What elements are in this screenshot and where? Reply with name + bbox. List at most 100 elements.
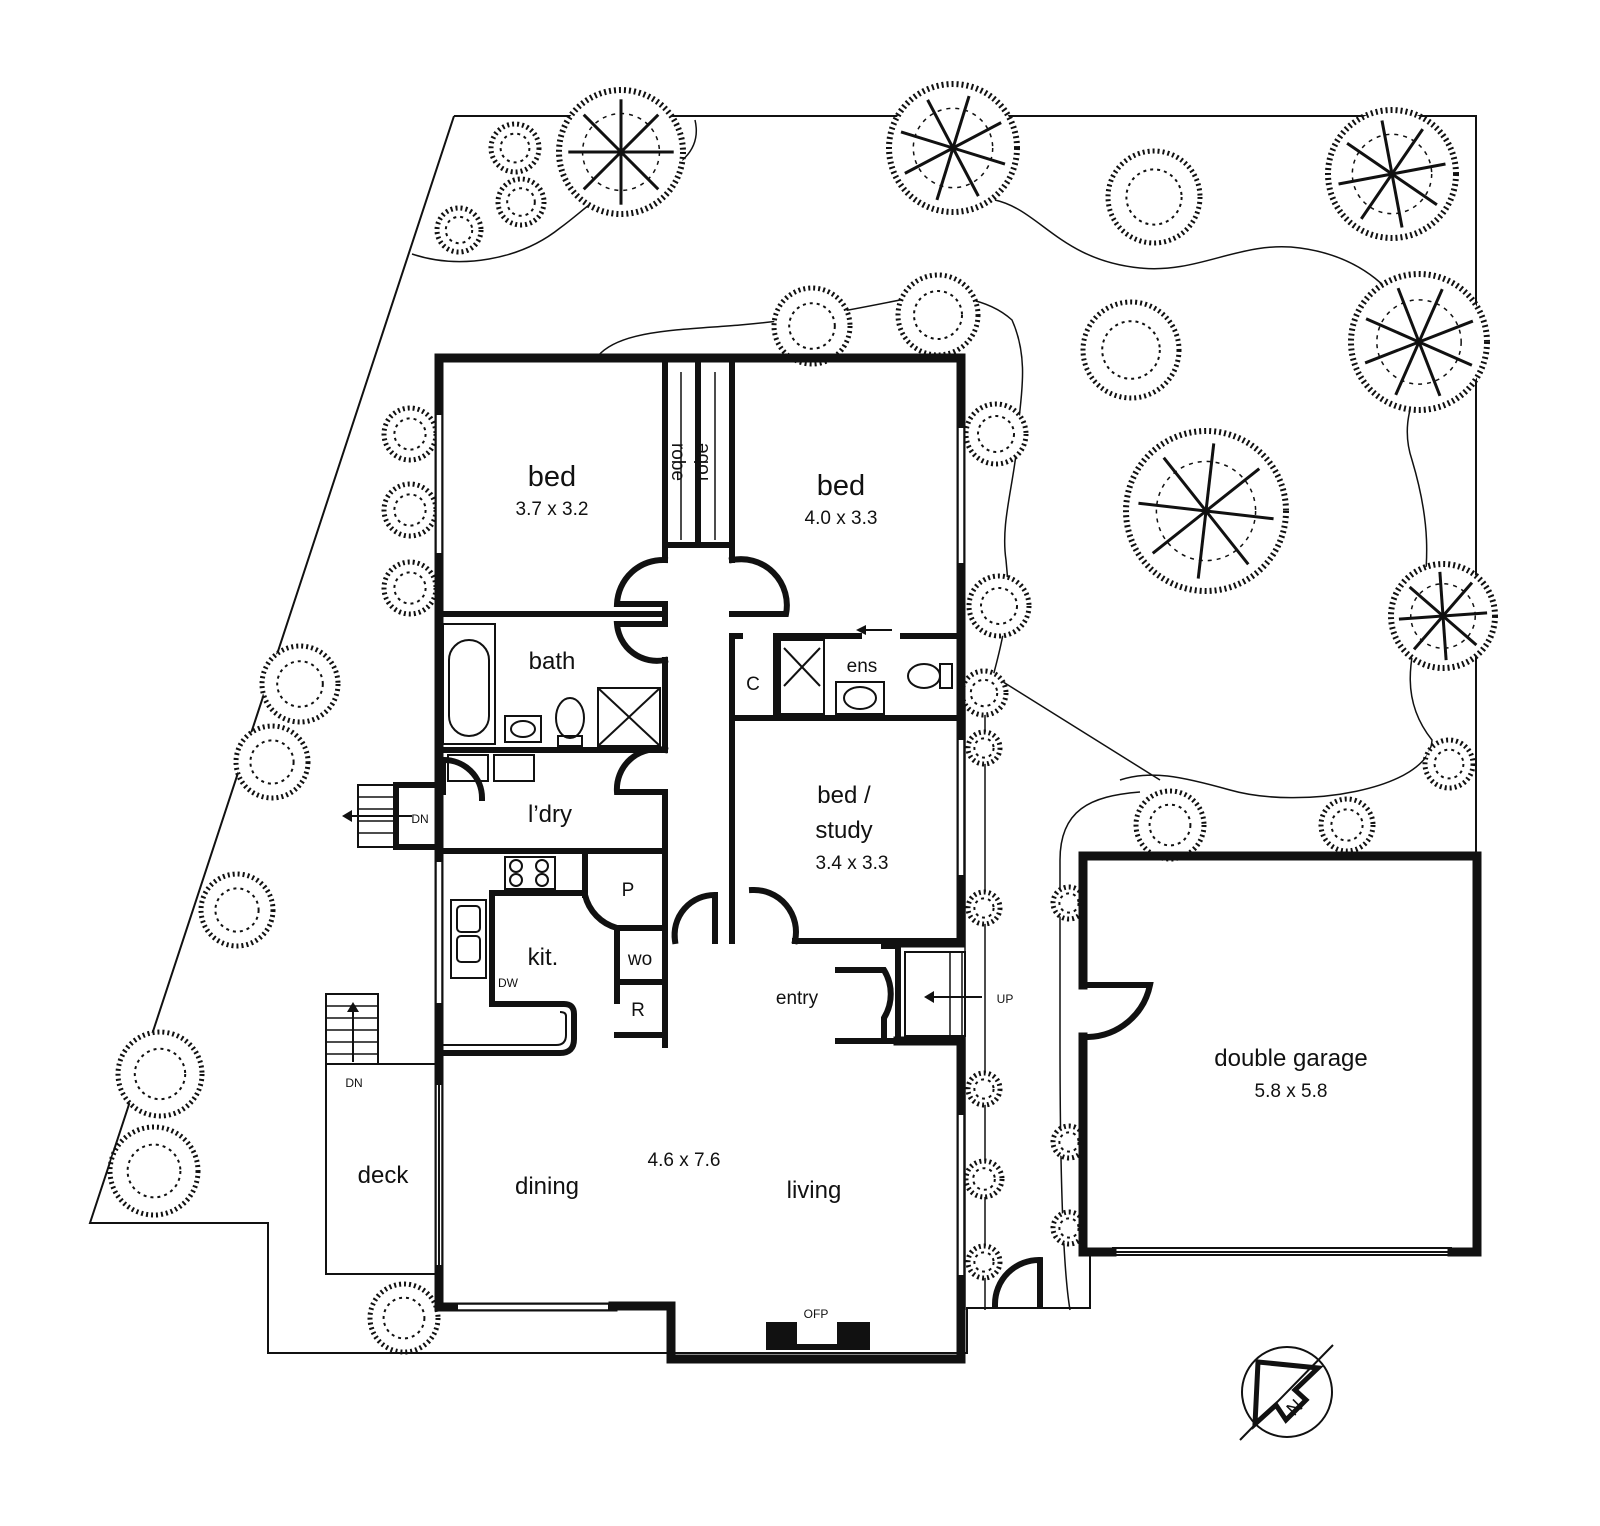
wall-oven-label: wo — [627, 949, 652, 970]
bed1-label: bed — [528, 461, 576, 493]
shrub — [1133, 788, 1207, 862]
kitchen-sink-bowl-1 — [456, 905, 481, 933]
deck-stairs — [325, 993, 379, 1065]
deck-label: deck — [358, 1162, 410, 1189]
bed1-size: 3.7 x 3.2 — [516, 499, 589, 520]
door-side-gate — [991, 1256, 1043, 1308]
bathtub-outer — [442, 623, 496, 745]
door-laundry-outside — [440, 756, 486, 802]
garage-wall-2 — [1078, 1032, 1117, 1257]
dishwasher-label: DW — [498, 976, 519, 990]
garage-label: double garage — [1214, 1045, 1367, 1072]
shrub — [965, 1243, 1003, 1281]
door-bath — [613, 621, 669, 664]
living-label: living — [787, 1177, 842, 1204]
door-corridor — [671, 891, 718, 945]
shrub — [107, 1124, 201, 1218]
shrub — [895, 272, 981, 358]
bath-cistern — [557, 735, 583, 747]
bed2-label: bed — [817, 470, 865, 502]
dining-label: dining — [515, 1173, 579, 1200]
large-tree — [1348, 271, 1490, 413]
shrubs — [107, 121, 1476, 1355]
shrub — [198, 871, 276, 949]
large-tree — [556, 87, 686, 217]
entry-label: entry — [776, 988, 819, 1009]
robe1-label: robe — [667, 443, 688, 481]
large-tree — [1123, 428, 1289, 594]
study-label-line2: study — [815, 817, 872, 844]
kitchen-bench-inner — [442, 1011, 567, 1046]
door-laundry-hall — [613, 746, 669, 795]
kitchen-label: kit. — [528, 944, 559, 971]
ens-label: ens — [847, 656, 878, 677]
bath-shower — [597, 687, 661, 747]
study-label-line1: bed / — [817, 782, 871, 809]
garden-bed-top-right — [994, 199, 1433, 799]
shrub — [115, 1029, 205, 1119]
cooktop-burner-1 — [509, 859, 523, 873]
ens-basin — [835, 681, 885, 715]
bath-shower-x2 — [597, 687, 661, 747]
ens-shower — [779, 639, 825, 715]
cooktop-burner-3 — [509, 873, 523, 887]
garage-size: 5.8 x 5.8 — [1255, 1081, 1328, 1102]
bathtub — [448, 639, 490, 737]
bath-label: bath — [529, 648, 576, 675]
shrub — [259, 643, 341, 725]
shrub — [381, 481, 439, 539]
shrub — [1422, 737, 1476, 791]
shrub — [1105, 148, 1203, 246]
laundry-trough-1 — [447, 754, 489, 782]
door-study — [748, 886, 799, 945]
kitchen-bench — [439, 890, 588, 1056]
bath-basin-bowl — [510, 720, 536, 738]
shrub — [434, 205, 484, 255]
ens-toilet — [907, 663, 941, 689]
deck-outline — [325, 1063, 440, 1275]
ens-shower-x2 — [783, 647, 821, 687]
shrub — [488, 121, 542, 175]
cupboard-label: C — [746, 674, 760, 695]
kitchen-sink-bowl-2 — [456, 935, 481, 963]
fridge-label: R — [631, 1000, 645, 1021]
ens-basin-bowl — [843, 686, 877, 710]
shrub — [771, 285, 853, 367]
living-dining-size: 4.6 x 7.6 — [648, 1150, 721, 1171]
kitchen-sink — [450, 899, 487, 979]
shrub — [965, 729, 1003, 767]
bath-toilet — [555, 697, 585, 739]
shrub — [367, 1281, 441, 1355]
shrub — [965, 889, 1003, 927]
shrub — [966, 573, 1032, 639]
entry-stairs — [904, 951, 982, 1037]
fireplace-hearth — [797, 1322, 837, 1344]
shrub — [963, 1158, 1005, 1200]
shrub — [381, 405, 439, 463]
door-front — [835, 967, 894, 1044]
laundry-stairs-label: DN — [411, 812, 428, 826]
cooktop-burner-2 — [535, 859, 549, 873]
large-trees — [556, 81, 1498, 671]
shrub — [233, 723, 311, 801]
laundry-stairs — [342, 782, 442, 850]
garage-wall — [1078, 851, 1482, 1257]
shrub — [963, 401, 1029, 467]
study-size: 3.4 x 3.3 — [816, 853, 889, 874]
laundry-label: l’dry — [528, 801, 572, 828]
shrub — [1318, 796, 1376, 854]
ens-cistern — [939, 663, 953, 689]
bed2-size: 4.0 x 3.3 — [805, 508, 878, 529]
laundry-trough-2 — [493, 754, 535, 782]
door-bed2 — [728, 556, 790, 617]
shrub — [959, 668, 1009, 718]
bath-basin — [504, 715, 542, 743]
deck-stairs-label: DN — [345, 1076, 362, 1090]
door-garage — [1080, 982, 1154, 1041]
fireplace-label: OFP — [804, 1307, 829, 1321]
entry-stairs-label: UP — [997, 992, 1014, 1006]
large-tree — [886, 81, 1020, 215]
ens-arrow-head — [856, 625, 866, 635]
north-arrow — [1239, 1344, 1334, 1441]
